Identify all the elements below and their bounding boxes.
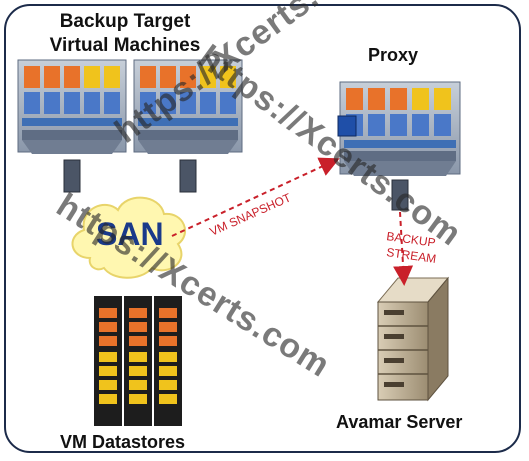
- datastore-racks: [94, 296, 182, 426]
- vm-snapshot-arrow: [171, 157, 340, 237]
- avamar-server-label: Avamar Server: [336, 412, 463, 432]
- proxy-host: [337, 81, 461, 176]
- san-label: SAN: [96, 216, 164, 252]
- vm-host-2-tower: [179, 159, 197, 193]
- backup-target-label: Backup Target Virtual Machines: [0, 10, 250, 58]
- vm-host-1-apps: [24, 66, 120, 114]
- vm-host-1: [17, 59, 127, 154]
- avamar-server: [376, 276, 450, 402]
- backup-stream-label-line2: STREAM: [386, 245, 437, 266]
- backup-stream-label-line1: BACKUP: [386, 229, 437, 250]
- vm-host-2: [133, 59, 243, 154]
- san-cloud: [71, 196, 186, 279]
- proxy-label: Proxy: [368, 45, 419, 65]
- proxy-tower: [391, 179, 409, 211]
- vm-host-1-tower: [63, 159, 81, 193]
- vm-snapshot-label: VM SNAPSHOT: [208, 190, 294, 239]
- backup-stream-arrow: [393, 211, 414, 286]
- backup-target-line2: Virtual Machines: [49, 35, 201, 56]
- backup-target-line1: Backup Target: [59, 11, 191, 32]
- vm-datastores-label: VM Datastores: [60, 432, 186, 452]
